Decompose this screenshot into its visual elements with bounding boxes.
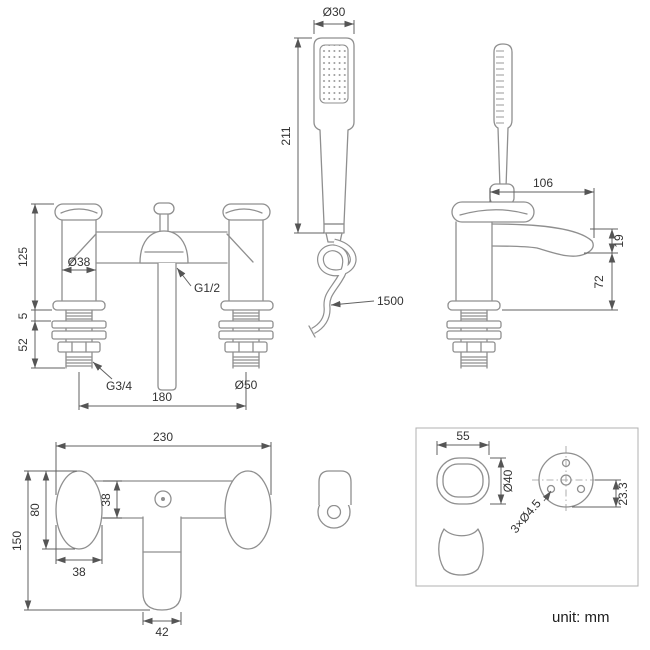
- label-hose-thread: G1/2: [194, 281, 220, 295]
- bracket-arm-inner: [442, 463, 484, 498]
- dim-head-dia: Ø30: [323, 5, 346, 19]
- mixer-front-view: [51, 202, 274, 391]
- left-base-flange: [52, 300, 106, 311]
- dim-handle-width: 38: [72, 565, 86, 579]
- plan-right-lever: [224, 470, 272, 550]
- mixer-side-view: [446, 183, 594, 369]
- handset-body-outline: [313, 37, 355, 225]
- screw-hole: [561, 458, 571, 468]
- dim-body-dia: 38: [99, 493, 113, 507]
- bracket-detail-box: [415, 427, 639, 587]
- clip-stem: [318, 470, 352, 505]
- side-spout: [491, 223, 594, 257]
- dim-hose-length: 1500: [377, 294, 404, 308]
- side-base-flange: [447, 300, 501, 311]
- dim-spout-mouth: 19: [612, 234, 626, 248]
- dim-deck-gap: 5: [16, 312, 30, 319]
- left-threaded-tail: [51, 309, 107, 369]
- diverter-dome: [139, 230, 189, 264]
- bracket-cup: [438, 528, 484, 576]
- dim-bracket-width: 55: [456, 429, 470, 443]
- dim-thread-length: 52: [16, 338, 30, 352]
- bracket-flange: [538, 452, 594, 508]
- right-threaded-tail: [218, 309, 274, 369]
- dim-bracket-dia: Ø40: [501, 469, 515, 492]
- right-base-flange: [220, 300, 274, 311]
- plan-left-lever: [55, 470, 103, 550]
- dim-spout-width: 42: [155, 625, 169, 639]
- spray-face: [319, 44, 349, 104]
- side-lever: [451, 201, 535, 223]
- dim-front-height: 125: [16, 247, 30, 267]
- handset-front-view: [308, 37, 357, 338]
- dim-side-depth: 106: [533, 176, 553, 190]
- dim-spout-height: 72: [592, 275, 606, 289]
- spout-tube: [157, 263, 177, 391]
- handset-side-view: [493, 43, 513, 189]
- clip-hole: [326, 504, 342, 520]
- hose-end-cut: [308, 325, 316, 338]
- holder-clip-view: [317, 470, 352, 529]
- hose-fitting: [323, 223, 345, 234]
- right-lever: [222, 203, 271, 221]
- diverter-knob: [153, 202, 175, 215]
- dim-centres: 180: [152, 390, 172, 404]
- side-threaded-tail: [446, 309, 502, 369]
- dim-plan-depth: 150: [10, 531, 24, 551]
- dim-handset-length: 211: [279, 126, 293, 145]
- spray-face-edge: [496, 50, 504, 124]
- holder-clip: [489, 183, 515, 205]
- mixer-plan-view: [55, 470, 272, 611]
- dim-pillar-dia: Ø38: [68, 255, 91, 269]
- screw-hole: [576, 484, 586, 494]
- unit-label: unit: mm: [552, 609, 610, 626]
- dim-plan-width: 230: [153, 430, 173, 444]
- dim-handle-length: 80: [28, 503, 42, 517]
- dim-bracket-offset: 23.3: [616, 482, 630, 506]
- left-lever: [54, 203, 103, 221]
- label-bracket-holes: 3×Ø4.5: [508, 496, 544, 536]
- label-inlet-thread: G3/4: [106, 379, 132, 393]
- plan-spout: [142, 516, 182, 611]
- screw-hole: [546, 484, 556, 494]
- bracket-arm-outer: [436, 457, 490, 505]
